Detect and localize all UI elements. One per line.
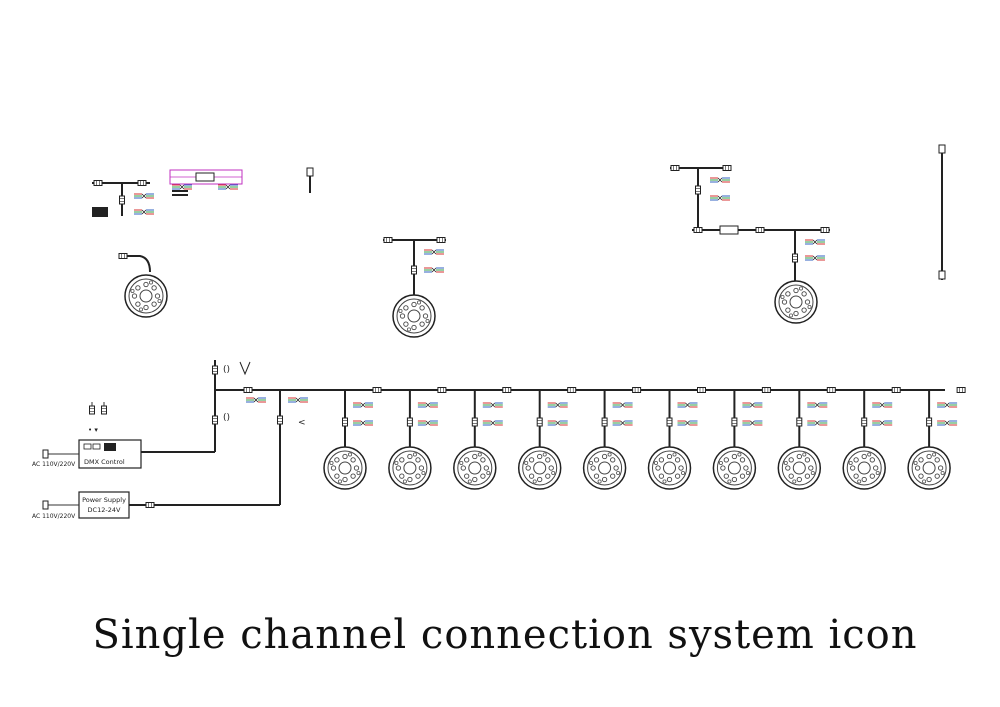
dmx-label: DMX Control [84,458,125,466]
svg-text:• ▾: • ▾ [88,426,98,434]
power-supply [42,491,280,519]
chain-fixture [712,387,771,490]
main-chain: () () < [212,360,966,505]
dmx-controller: • ▾ [42,402,215,469]
center-fixture-assembly [383,237,446,338]
chain-fixture [582,387,642,490]
svg-text:<: < [298,418,306,428]
svg-text:(): () [223,413,230,423]
chain-fixture [453,387,512,490]
diagram-caption: Single channel connection system icon [92,612,918,658]
svg-text:(): () [223,365,230,375]
cable-detail-drawing [169,169,243,196]
chain-fixture [388,387,447,490]
vertical-cable-rod [938,144,946,280]
top-left-fixture-sample [118,253,168,318]
right-fixture-assembly [670,165,830,324]
top-left-connector-group [92,180,155,217]
chain-fixture [842,387,901,490]
chain-fixture [907,387,966,490]
dmx-ac-label: AC 110V/220V [32,461,76,468]
psu-label-line2: DC12-24V [88,506,121,514]
chain-fixture [647,387,706,490]
psu-label-line1: Power Supply [82,496,126,504]
psu-ac-label: AC 110V/220V [32,513,76,520]
probe-part [306,167,314,193]
chain-fixture [517,387,577,490]
chain-fixture [323,387,382,490]
chain-fixture [777,387,836,490]
